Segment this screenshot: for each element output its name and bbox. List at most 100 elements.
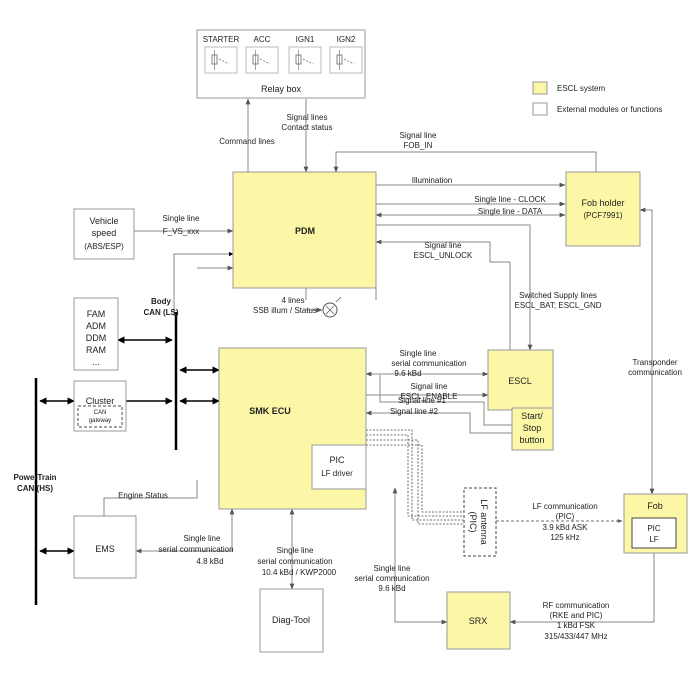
escl-unlock-label-2: ESCL_UNLOCK bbox=[414, 251, 473, 260]
transponder-label-1: Transponder bbox=[632, 358, 677, 367]
ssb-label-2: SSB illum / Status bbox=[253, 306, 317, 315]
lf-comm-label-3: 3.9 kBd ASK bbox=[543, 523, 589, 532]
legend-external-label: External modules or functions bbox=[557, 105, 662, 114]
fvs-label-2: F_VS_xxx bbox=[163, 227, 199, 236]
diag-tool-box: Diag-Tool bbox=[259, 588, 324, 653]
svg-text:Diag-Tool: Diag-Tool bbox=[272, 615, 310, 625]
svg-text:STARTER: STARTER bbox=[203, 35, 240, 44]
switched-supply-label-1: Switched Supply lines bbox=[519, 291, 597, 300]
signal-line-2-label: Signal line #2 bbox=[390, 407, 439, 416]
ems-box: EMS bbox=[73, 515, 137, 579]
rf-comm-label-2: (RKE and PIC) bbox=[550, 611, 603, 620]
escl-enable-label-2: ESCL_ENABLE bbox=[401, 392, 458, 401]
clock-label: Single line - CLOCK bbox=[474, 195, 546, 204]
lf-drive-lines bbox=[366, 429, 464, 525]
body-can-label-1: Body bbox=[151, 297, 172, 306]
fob-holder-box: Fob holder (PCF7991) bbox=[565, 171, 641, 247]
rf-comm-label-1: RF communication bbox=[543, 601, 610, 610]
serial-104-label-1: Single line bbox=[277, 546, 314, 555]
data-label: Single line - DATA bbox=[478, 207, 543, 216]
svg-text:button: button bbox=[519, 435, 544, 445]
serial-48-label-2: serial communication bbox=[158, 545, 233, 554]
svg-text:IGN2: IGN2 bbox=[337, 35, 356, 44]
body-can-label-2: CAN (LS) bbox=[143, 308, 178, 317]
svg-text:RAM: RAM bbox=[86, 345, 106, 355]
pic-lf-driver-box: PIC LF driver bbox=[311, 444, 367, 490]
cluster-box: Cluster CAN gateway bbox=[73, 380, 127, 432]
legend-external-swatch bbox=[532, 102, 548, 116]
svg-text:ESCL: ESCL bbox=[508, 376, 532, 386]
relay-ign2: IGN2 bbox=[329, 35, 363, 74]
svg-text:PDM: PDM bbox=[295, 226, 315, 236]
contact-status-label: Contact status bbox=[281, 123, 332, 132]
rf-comm-label-4: 315/433/447 MHz bbox=[544, 632, 607, 641]
svg-text:EMS: EMS bbox=[95, 544, 115, 554]
svg-text:PIC: PIC bbox=[329, 455, 345, 465]
start-stop-button-box: Start/ Stop button bbox=[511, 407, 554, 451]
switched-supply-label-2: ESCL_BAT; ESCL_GND bbox=[515, 301, 602, 310]
escl-box: ESCL bbox=[487, 349, 554, 411]
legend-escl-swatch bbox=[532, 81, 548, 95]
legend-escl-label: ESCL system bbox=[557, 84, 605, 93]
serial-104-label-2: serial communication bbox=[257, 557, 332, 566]
serial-srx-label-2: serial communication bbox=[354, 574, 429, 583]
svg-text:ACC: ACC bbox=[254, 35, 271, 44]
signal-line-1-label: Signal line #1 bbox=[398, 396, 447, 405]
svg-text:Start/: Start/ bbox=[521, 411, 543, 421]
svg-text:Fob: Fob bbox=[647, 501, 663, 511]
relay-ign1: IGN1 bbox=[288, 35, 322, 74]
rf-comm-label-3: 1 kBd FSK bbox=[557, 621, 596, 630]
svg-text:...: ... bbox=[92, 357, 100, 367]
svg-text:DDM: DDM bbox=[86, 333, 107, 343]
serial-escl-label-3: 9.6 kBd bbox=[394, 369, 421, 378]
transponder-label-2: communication bbox=[628, 368, 682, 377]
escl-enable-label-1: Signal line bbox=[411, 382, 448, 391]
serial-104-label-3: 10.4 kBd / KWP2000 bbox=[262, 568, 337, 577]
command-lines-label: Command lines bbox=[219, 137, 275, 146]
can-gateway bbox=[77, 405, 123, 428]
svg-text:LF: LF bbox=[649, 535, 658, 544]
svg-text:speed: speed bbox=[92, 228, 117, 238]
svg-text:Cluster: Cluster bbox=[86, 396, 115, 406]
relay-box-title: Relay box bbox=[261, 84, 302, 94]
serial-srx-label-1: Single line bbox=[374, 564, 411, 573]
svg-text:(PCF7991): (PCF7991) bbox=[583, 211, 622, 220]
vehicle-speed-box: Vehicle speed (ABS/ESP) bbox=[73, 208, 135, 260]
powertrain-can-label-1: PowerTrain bbox=[13, 473, 56, 482]
body-modules-box: FAM ADM DDM RAM ... bbox=[73, 297, 119, 371]
powertrain-can-label-2: CAN (HS) bbox=[17, 484, 53, 493]
lf-comm-label-1: LF communication bbox=[532, 502, 597, 511]
svg-text:IGN1: IGN1 bbox=[296, 35, 315, 44]
ssb-label-1: 4 lines bbox=[281, 296, 304, 305]
svg-text:Fob holder: Fob holder bbox=[581, 198, 624, 208]
fob-box: Fob PIC LF bbox=[623, 493, 688, 554]
svg-text:SMK ECU: SMK ECU bbox=[249, 406, 291, 416]
svg-text:LF driver: LF driver bbox=[321, 469, 353, 478]
escl-unlock-label-1: Signal line bbox=[425, 241, 462, 250]
lf-comm-label-2: (PIC) bbox=[556, 512, 575, 521]
fob-in-label-1: Signal line bbox=[400, 131, 437, 140]
serial-srx-label-3: 9.6 kBd bbox=[378, 584, 405, 593]
serial-escl-label-1: Single line bbox=[400, 349, 437, 358]
ssb-lamp-icon bbox=[322, 296, 342, 318]
lf-comm-label-4: 125 kHz bbox=[550, 533, 579, 542]
relay-acc: ACC bbox=[245, 35, 279, 74]
svg-text:SRX: SRX bbox=[469, 616, 488, 626]
serial-48-label-3: 4.8 kBd bbox=[196, 557, 223, 566]
serial-escl-label-2: serial communication bbox=[391, 359, 466, 368]
svg-text:(ABS/ESP): (ABS/ESP) bbox=[84, 242, 124, 251]
svg-text:FAM: FAM bbox=[87, 309, 106, 319]
fvs-label-1: Single line bbox=[163, 214, 200, 223]
relay-box: STARTER ACC IGN1 IGN2 Relay box bbox=[196, 29, 366, 99]
svg-text:Stop: Stop bbox=[523, 423, 542, 433]
svg-text:gateway: gateway bbox=[89, 418, 111, 424]
serial-48-label-1: Single line bbox=[184, 534, 221, 543]
svg-text:CAN: CAN bbox=[94, 410, 107, 416]
svg-text:Vehicle: Vehicle bbox=[89, 216, 118, 226]
lf-antenna-box: LF antenna (PIC) bbox=[463, 487, 497, 557]
pdm-box: PDM bbox=[232, 171, 377, 289]
svg-text:ADM: ADM bbox=[86, 321, 106, 331]
engine-status-label: Engine Status bbox=[118, 491, 168, 500]
relay-starter: STARTER bbox=[203, 35, 240, 74]
